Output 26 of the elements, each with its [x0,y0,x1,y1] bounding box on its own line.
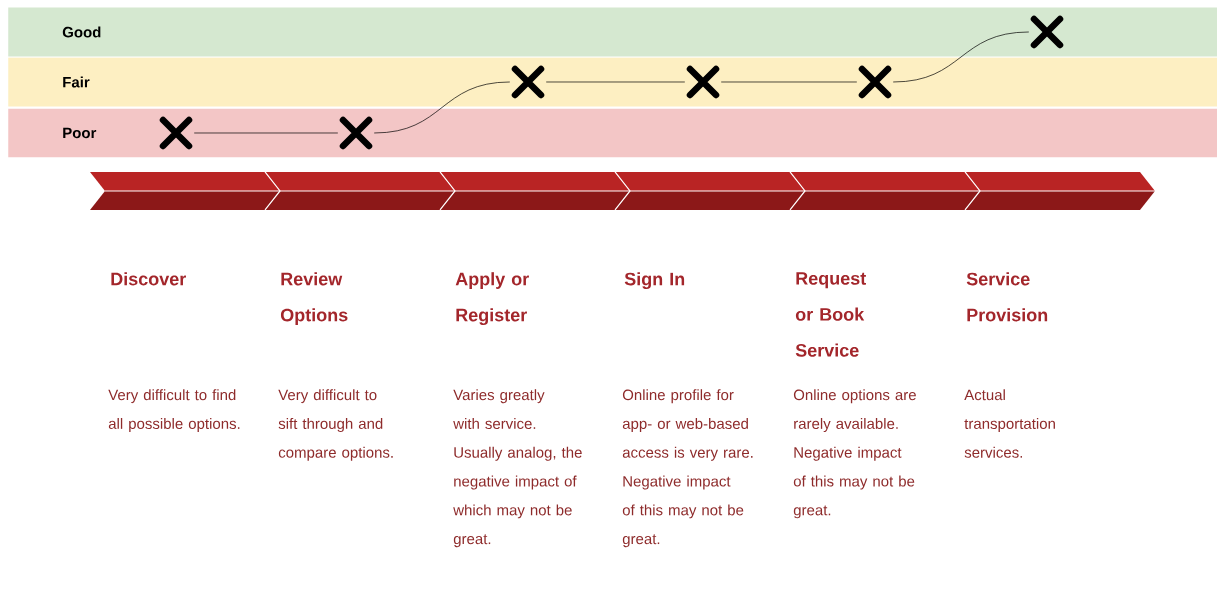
cross-mark [159,116,193,150]
stage-heading: Sign In [624,272,685,290]
stage-description: Online profile for app- or web-based access is very rare. Negative impact of this may not be great. [622,389,753,548]
stage-heading: Discover [111,272,186,286]
cross-mark [858,65,892,99]
stage-description: Very difficult to find all possible options. [108,389,240,432]
rating-band: Good [8,7,1217,57]
stage-description: Very difficult to sift through and compare options. [278,389,393,461]
cross-mark [511,65,545,99]
cross-mark [1030,15,1064,49]
stage-heading: Review Options [280,272,348,325]
connector-line [193,132,339,134]
connector-line [545,81,686,83]
connector-line [892,31,1030,83]
cross-mark [686,65,720,99]
stage-description: Actual transportation services. [964,389,1055,458]
rating-band: Fair [8,57,1217,107]
stage-heading: Apply or Register [455,272,529,326]
stage-heading: Request or Book Service [795,272,866,357]
rating-band: Poor [8,108,1217,158]
stage-heading: Service Provision [966,272,1048,322]
stage-description: Varies greatly with service. Usually analog, the negative impact of which may not be great. [453,389,582,548]
cross-mark [339,116,373,150]
connector-line [373,81,511,134]
stage-description: Online options are rarely available. Negative impact of this may not be great. [793,389,916,519]
connector-line [720,81,858,83]
